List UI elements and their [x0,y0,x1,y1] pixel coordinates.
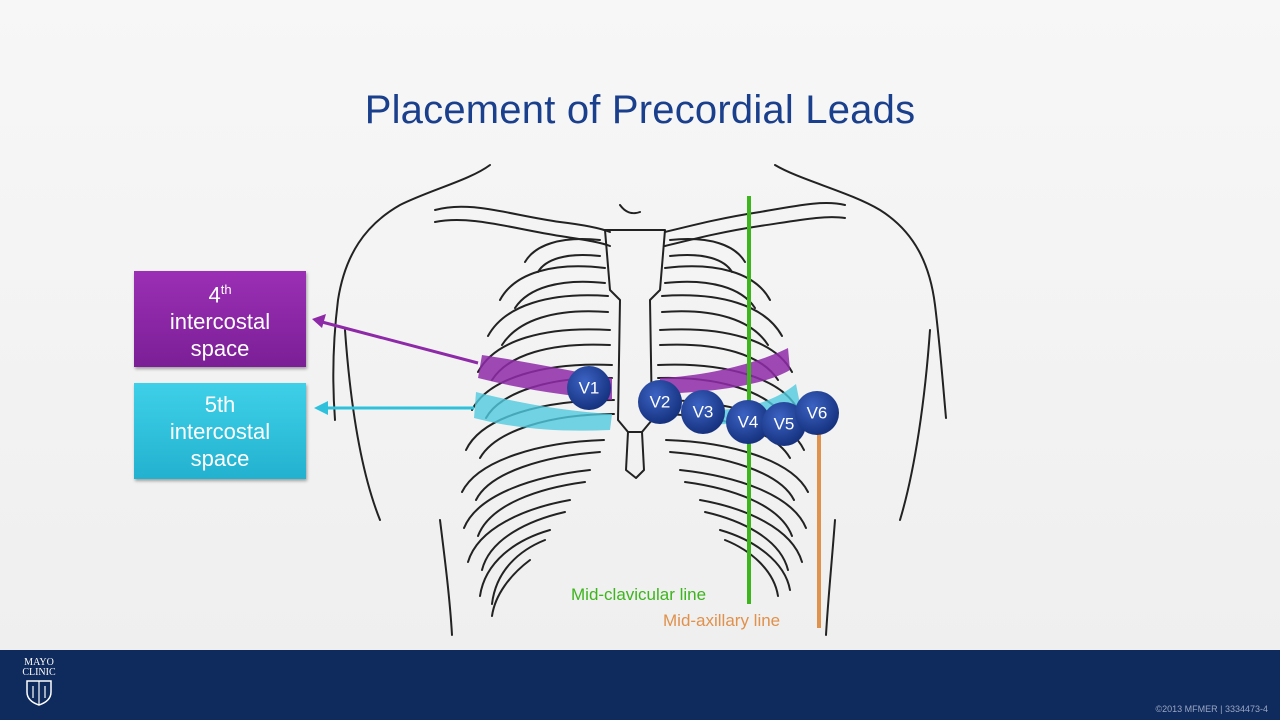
arrow-fourth [312,314,478,363]
fourth-number: 4 [208,282,220,307]
shield-icon [24,678,54,706]
fifth-intercostal-line2: space [134,445,306,472]
copyright-text: ©2013 MFMER | 3334473-4 [1155,704,1268,714]
lead-v4-label: V4 [738,413,759,432]
fourth-intercostal-line1: intercostal [134,308,306,335]
mid-clavicular-label: Mid-clavicular line [571,585,706,605]
lead-v3-label: V3 [693,403,714,422]
lead-v5-label: V5 [774,415,795,434]
fourth-intercostal-line2: space [134,335,306,362]
fifth-intercostal-line1: intercostal [134,418,306,445]
fifth-intercostal-number: 5th [134,391,306,418]
footer-bar: MAYO CLINIC ©2013 MFMER | 3334473-4 [0,650,1280,720]
lead-v1: V1 [567,366,611,410]
mayo-clinic-logo: MAYO CLINIC [14,658,64,714]
arrow-fifth [314,401,474,415]
mid-axillary-label: Mid-axillary line [663,611,780,631]
fourth-intercostal-label-box: 4th intercostal space [134,271,306,367]
fifth-intercostal-label-box: 5th intercostal space [134,383,306,479]
lead-v3: V3 [681,390,725,434]
lead-v1-label: V1 [579,379,600,398]
lead-v2: V2 [638,380,682,424]
lead-v6-label: V6 [807,404,828,423]
lead-v2-label: V2 [650,393,671,412]
fourth-suffix: th [221,282,232,297]
slide: Placement of Precordial Leads [0,0,1280,650]
fourth-intercostal-number: 4th [134,276,306,308]
lead-v6: V6 [795,391,839,435]
fourth-intercostal-highlight-right [660,348,790,394]
logo-line2: CLINIC [14,668,64,678]
